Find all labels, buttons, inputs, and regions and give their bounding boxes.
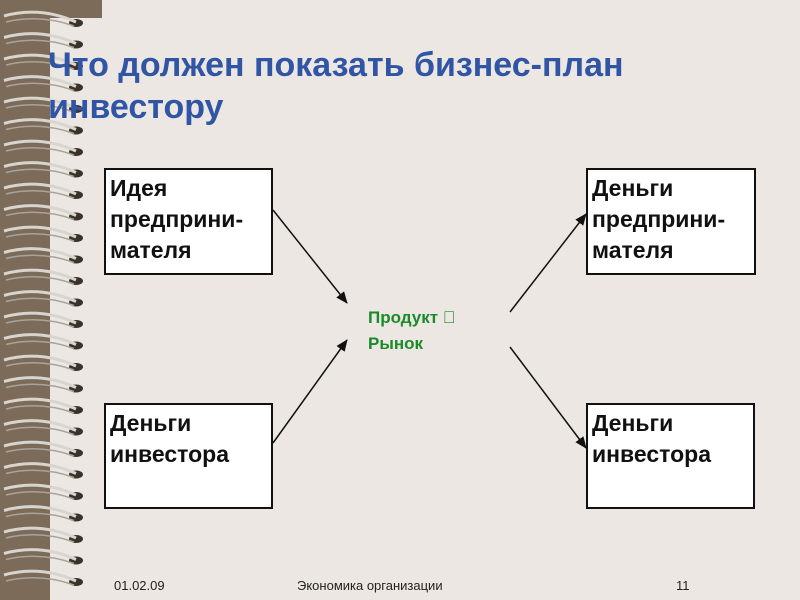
binding-ring [3,32,83,49]
binding-ring [3,397,83,414]
arrow-idea-to-product [272,209,348,304]
box-entrepreneur-idea: Идея предприни- мателя [104,168,273,275]
binding-ring [3,182,83,199]
slide-number: 11 [676,578,690,593]
binding-ring [3,10,83,27]
binding-ring [3,333,83,350]
binding-ring [3,376,83,393]
binding-ring [3,569,83,586]
binding-ring [3,505,83,522]
arrow-product-to-entrepreneur-money [509,213,587,313]
binding-ring [3,354,83,371]
box-entrepreneur-money: Деньги предприни- мателя [586,168,756,275]
binding-ring [3,419,83,436]
binding-ring [3,440,83,457]
footer-title: Экономика организации [297,578,443,593]
binding-ring [3,53,83,70]
arrow-investor-to-product [272,339,348,444]
arrow-product-to-investor-money [509,346,587,449]
binding-ring [3,311,83,328]
binding-ring [3,118,83,135]
binding-ring [3,268,83,285]
box-investor-money-source: Деньги инвестора [104,403,273,509]
footer-date: 01.02.09 [114,578,165,593]
binding-ring [3,75,83,92]
binding-ring [3,161,83,178]
binding-ring [3,96,83,113]
slide-title: Что должен показать бизнес-план инвестор… [48,46,624,126]
binding-ring [3,526,83,543]
box-investor-money-return: Деньги инвестора [586,403,755,509]
binding-ring [3,548,83,565]
binding-ring [3,247,83,264]
binding-ring [3,225,83,242]
binding-ring [3,139,83,156]
binding-ring [3,483,83,500]
spiral-binding [3,10,83,586]
binding-ring [3,462,83,479]
product-market-label: Продукт  Рынок [368,308,456,353]
binding-ring [3,204,83,221]
binding-ring [3,290,83,307]
